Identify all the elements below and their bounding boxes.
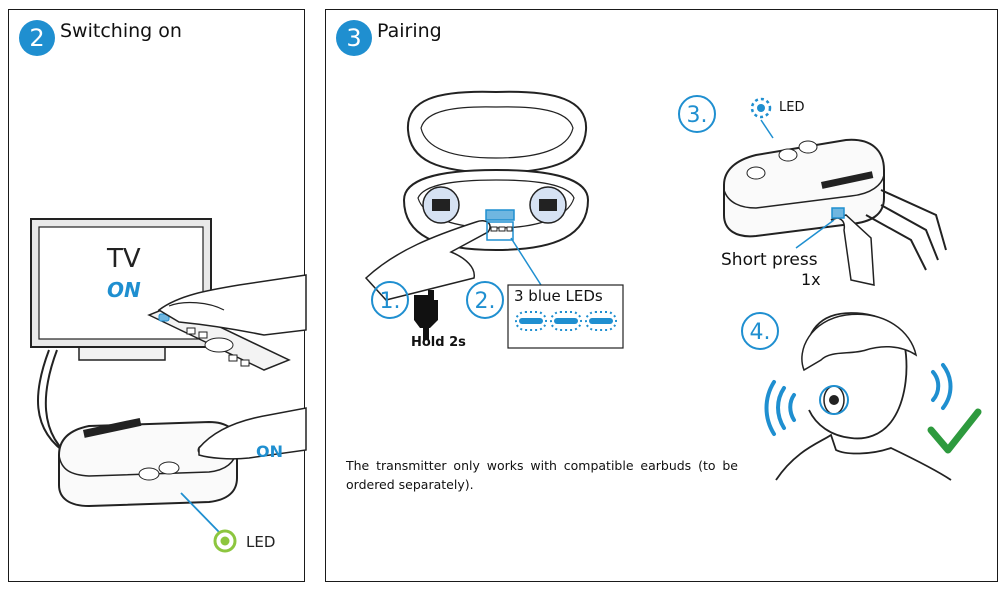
led-indicator-label: LED [779, 100, 805, 115]
step-2-number: 2. [466, 281, 504, 319]
switching-on-title: Switching on [60, 20, 182, 42]
blue-leds-caption: 3 blue LEDs [514, 287, 603, 305]
transmitter-on-label: ON [256, 442, 283, 461]
earbud-case-illustration [364, 90, 982, 481]
short-press-label: Short press [721, 250, 818, 270]
pairing-panel: 3 Pairing [325, 9, 998, 582]
tv-label: TV [107, 244, 141, 274]
tv-illustration [30, 218, 307, 553]
led-label: LED [246, 533, 276, 551]
step-3-badge: 3 [336, 20, 372, 56]
compatibility-note: The transmitter only works with compatib… [346, 458, 738, 492]
step-3-number: 3. [678, 95, 716, 133]
short-press-count: 1x [801, 270, 821, 289]
step-2-badge: 2 [19, 20, 55, 56]
hold-2s-caption: Hold 2s [411, 335, 466, 350]
pairing-title: Pairing [377, 20, 442, 42]
tv-on-label: ON [107, 278, 141, 302]
switching-on-panel: 2 Switching on [8, 9, 307, 582]
step-1-number: 1. [371, 281, 409, 319]
step-4-number: 4. [741, 312, 779, 350]
